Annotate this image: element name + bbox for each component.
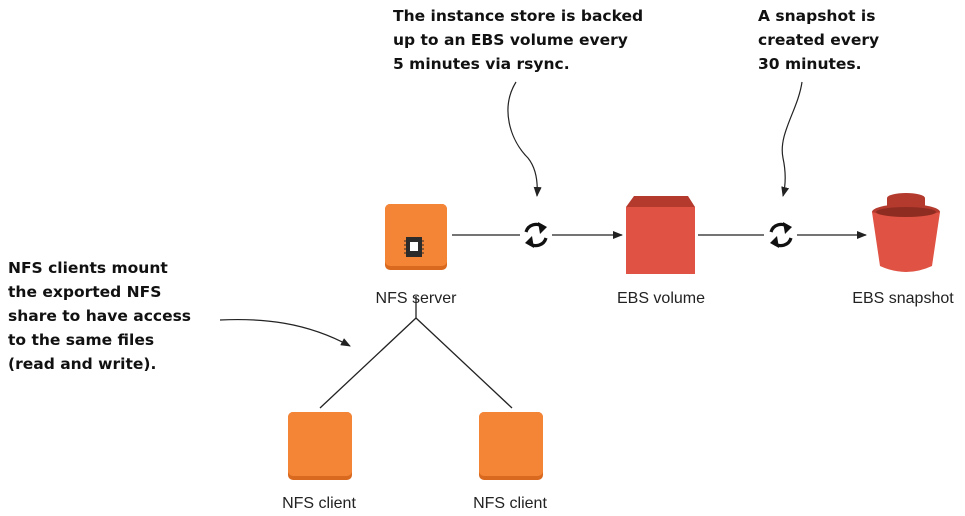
annotation-line: share to have access xyxy=(8,307,192,325)
annotation-rsync-backup: The instance store is backed up to an EB… xyxy=(393,4,643,76)
annotation-line: to the same files xyxy=(8,331,155,349)
annotation-nfs-clients: NFS clients mount the exported NFS share… xyxy=(8,256,191,376)
annotation-line: 5 minutes via rsync. xyxy=(393,55,570,73)
ec2-instance-icon xyxy=(288,412,352,480)
ec2-instance-icon xyxy=(479,412,543,480)
pointer-clients-note xyxy=(219,318,351,347)
nfs-server-node: NFS server xyxy=(376,204,458,307)
nfs-client-label: NFS client xyxy=(473,495,547,512)
annotation-line: (read and write). xyxy=(8,355,157,373)
ebs-snapshot-bucket-icon xyxy=(872,193,940,272)
annotation-snapshot-schedule: A snapshot is created every 30 minutes. xyxy=(758,4,879,76)
nfs-client-node: NFS client xyxy=(282,412,356,512)
nfs-client-label: NFS client xyxy=(282,495,356,512)
pointer-snapshot-note xyxy=(781,81,803,197)
ec2-instance-icon xyxy=(385,204,447,270)
tree-line-to-client-2 xyxy=(415,317,513,409)
tree-line-to-client-1 xyxy=(319,317,417,409)
annotation-line: NFS clients mount xyxy=(8,259,168,277)
annotation-line: A snapshot is xyxy=(758,7,876,25)
ebs-volume-label: EBS volume xyxy=(617,290,705,307)
nfs-server-label: NFS server xyxy=(376,290,458,307)
ebs-snapshot-node: EBS snapshot xyxy=(852,193,954,307)
annotation-line: The instance store is backed xyxy=(393,7,644,25)
annotation-line: up to an EBS volume every xyxy=(393,31,628,49)
ebs-snapshot-label: EBS snapshot xyxy=(852,290,954,307)
sync-icon xyxy=(524,222,548,248)
nfs-client-node: NFS client xyxy=(473,412,547,512)
pointer-rsync-note xyxy=(507,81,542,197)
ebs-volume-node: EBS volume xyxy=(617,196,705,307)
ebs-volume-icon xyxy=(626,196,695,274)
annotation-line: created every xyxy=(758,31,880,49)
annotation-line: 30 minutes. xyxy=(758,55,862,73)
sync-icon xyxy=(769,222,793,248)
annotation-line: the exported NFS xyxy=(8,283,162,301)
